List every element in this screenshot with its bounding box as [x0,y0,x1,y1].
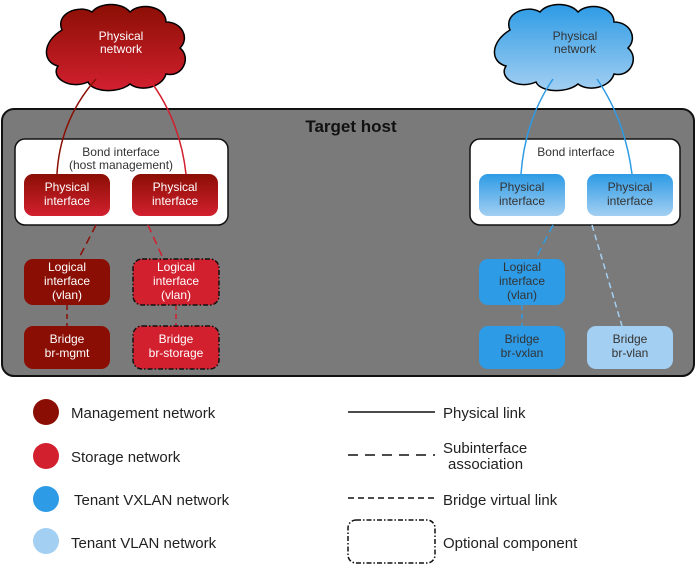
physical-link [520,78,554,175]
label-line1: Physical [153,180,198,194]
label-line1: Physical [608,180,653,194]
legend-swatch-storage [33,443,59,469]
legend-swatch-vxlan [33,486,59,512]
legend-label-subinterface-line2: association [448,456,523,473]
bond-left-label-line2: (host management) [69,158,173,172]
legend-colors: Management network Storage network Tenan… [33,399,230,554]
bond-left-label-line1: Bond interface [82,145,160,159]
cloud-label-line2: network [100,42,143,56]
label-line2: interface [44,274,90,288]
label-line1: Bridge [159,332,194,346]
physical-link [56,78,97,175]
label-line3: (vlan) [161,288,191,302]
cloud-shape [493,3,634,92]
label-line3: (vlan) [52,288,82,302]
physical-link [596,78,633,175]
logical-interface-storage-optional: Logical interface (vlan) [132,258,220,306]
logical-interface-vxlan: Logical interface (vlan) [479,259,565,305]
legend-label-optional: Optional component [443,535,578,552]
cloud-label-line1: Physical [553,29,598,43]
legend-swatch-vlan [33,528,59,554]
label-line1: Physical [45,180,90,194]
label-line2: br-vlan [612,346,649,360]
physical-interface-right-2: Physical interface [587,174,673,216]
subinterface-association [536,224,554,257]
label-line2: interface [152,194,198,208]
bridge-virtual-link [591,224,623,327]
label-line2: br-storage [149,346,204,360]
label-line1: Physical [500,180,545,194]
legend-label-bridge-link: Bridge virtual link [443,492,558,509]
legend-optional-sample [347,519,436,564]
cloud-physical-network-right: Physical network [493,3,634,92]
label-line1: Bridge [613,332,648,346]
bridge-br-mgmt: Bridge br-mgmt [24,326,110,369]
physical-interface-left-1: Physical interface [24,174,110,216]
subinterface-association [79,224,97,257]
bridge-br-vxlan: Bridge br-vxlan [479,326,565,369]
label-line1: Logical [503,260,541,274]
label-line1: Bridge [50,332,85,346]
target-host-title: Target host [305,117,397,136]
label-line2: interface [607,194,653,208]
legend-label-vlan: Tenant VLAN network [71,535,217,552]
label-line2: interface [499,274,545,288]
label-line2: br-vxlan [501,346,544,360]
cloud-physical-network-left: Physical network [45,3,186,92]
cloud-shape [45,3,186,92]
label-line2: interface [44,194,90,208]
legend-swatch-management [33,399,59,425]
label-line3: (vlan) [507,288,537,302]
label-line1: Bridge [505,332,540,346]
cloud-label-line1: Physical [99,29,144,43]
physical-interface-left-2: Physical interface [132,174,218,216]
cloud-label-line2: network [554,42,597,56]
bridge-br-vlan: Bridge br-vlan [587,326,673,369]
label-line2: interface [153,274,199,288]
bond-right-label: Bond interface [537,145,615,159]
subinterface-association [147,224,163,257]
bridge-br-storage-optional: Bridge br-storage [132,325,220,370]
physical-link [148,78,187,175]
physical-interface-right-1: Physical interface [479,174,565,216]
legend-label-storage: Storage network [71,449,181,466]
legend-label-subinterface-line1: Subinterface [443,440,527,457]
label-line1: Logical [48,260,86,274]
legend-lines: Physical link Subinterface association B… [347,405,578,564]
logical-interface-mgmt: Logical interface (vlan) [24,259,110,305]
label-line2: br-mgmt [45,346,90,360]
legend-label-management: Management network [71,405,216,422]
label-line2: interface [499,194,545,208]
label-line1: Logical [157,260,195,274]
legend-label-physical-link: Physical link [443,405,526,422]
legend-label-vxlan: Tenant VXLAN network [74,492,230,509]
